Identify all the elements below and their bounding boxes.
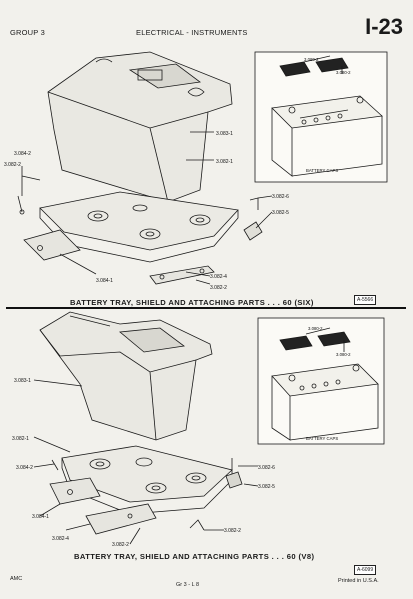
callout-label: 3.082-1 [12,436,29,442]
callout-label: 3.083-1 [14,378,31,384]
callout-label: 3.084-1 [32,514,49,520]
callout-label: 3.084-1 [96,278,113,284]
callout-label: 3.082-2 [224,528,241,534]
bottom-figure-caption: BATTERY TRAY, SHIELD AND ATTACHING PARTS… [74,552,315,561]
top-inset-battery-caps [254,51,388,183]
inset-callout-label: 3.080-2 [336,352,351,357]
page-number: I-23 [365,14,403,39]
top-battery-tray [39,191,239,263]
inset-callout-label: 3.080-2 [304,57,319,62]
callout-label: 3.082-4 [52,536,69,542]
group-label: GROUP 3 [10,28,46,37]
footer-center: Gr 3 - L 8 [176,582,200,588]
inset-caption: BATTERY CAPS [306,436,338,441]
section-title: ELECTRICAL - INSTRUMENTS [136,28,248,37]
callout-label: 3.082-5 [272,210,289,216]
callout-label: 3.084-2 [14,151,31,157]
inset-caption: BATTERY CAPS [306,168,338,173]
callout-label: 3.082-6 [272,194,289,200]
bottom-brackets [49,458,243,535]
bottom-battery-shield [39,311,213,441]
top-brackets [17,195,263,285]
callout-label: 3.082-5 [258,484,275,490]
callout-label: 3.082-2 [210,285,227,291]
callout-label: 3.084-2 [16,465,33,471]
callout-label: 3.082-4 [210,274,227,280]
callout-label: 3.082-6 [258,465,275,471]
inset-callout-label: 3.080-2 [308,326,323,331]
top-figure-ref: A-5566 [354,295,377,305]
callout-label: 3.082-2 [112,542,129,548]
callout-label: 3.083-1 [216,131,233,137]
footer-right: Printed in U.S.A. [338,578,379,584]
top-battery-shield [47,51,233,203]
callout-label: 3.082-1 [216,159,233,165]
section-divider [6,307,406,309]
callout-label: 3.082-2 [4,162,21,168]
top-figure-caption: BATTERY TRAY, SHIELD AND ATTACHING PARTS… [70,298,314,307]
footer-left: AMC [10,576,23,582]
bottom-inset-battery-caps [257,317,385,445]
bottom-figure-ref: A-6099 [354,565,377,575]
inset-callout-label: 3.080-2 [336,70,351,75]
